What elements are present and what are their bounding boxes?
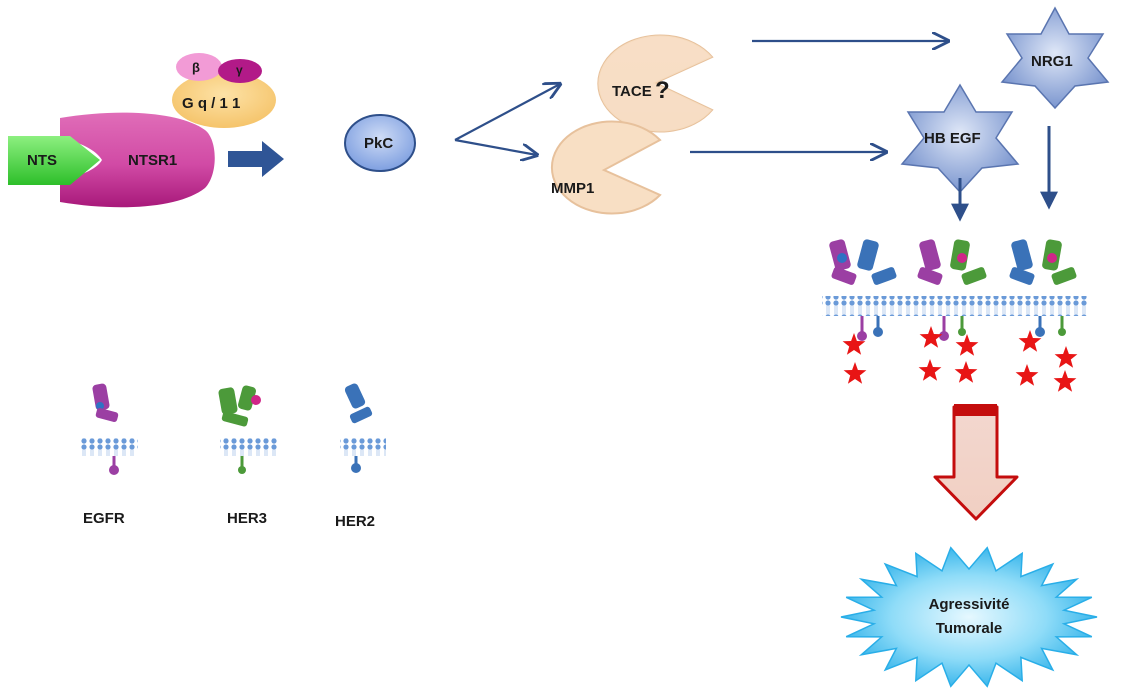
cell-membrane: [822, 296, 1088, 316]
pkc-to-mmp1-arrow: [454, 138, 537, 155]
hbegf-ligand: HB EGF: [900, 83, 1020, 194]
phospho-star: [954, 361, 978, 383]
nts-ligand: NTS: [8, 136, 100, 185]
outcome-line2: Tumorale: [936, 620, 1002, 637]
outcome-arrow: [933, 404, 1019, 521]
ntsr1-label: NTSR1: [128, 152, 177, 169]
legend-her2: [340, 383, 386, 473]
phospho-star: [1015, 364, 1039, 386]
g-alpha-subunit: [172, 72, 276, 128]
phospho-star: [1053, 370, 1077, 392]
legend-egfr-label: EGFR: [83, 510, 125, 527]
phospho-star: [1054, 346, 1078, 368]
mmp1-label: MMP1: [551, 180, 594, 197]
tace-label: TACE: [612, 83, 652, 100]
g-gamma-subunit: [218, 59, 262, 83]
dimer-her2-her3: [1009, 239, 1077, 337]
hbegf-label: HB EGF: [924, 130, 981, 147]
g-beta-label: β: [192, 60, 200, 75]
dimer-egfr-her2: [829, 239, 897, 341]
phosphorylation-stars: [842, 326, 1078, 392]
legend-her2-label: HER2: [335, 513, 375, 530]
g-protein: β γ G q / 1 1: [172, 53, 276, 128]
tace-protease: TACE ?: [597, 34, 714, 133]
legend-her3-label: HER3: [227, 510, 267, 527]
nrg1-label: NRG1: [1031, 53, 1073, 70]
receptor-dimers-membrane: [822, 239, 1088, 392]
g-alpha-label: G q / 1 1: [182, 95, 240, 112]
pkc-to-tace-arrow: [454, 84, 560, 141]
ntsr1-receptor: NTSR1: [60, 112, 215, 208]
dimer-egfr-her3: [917, 239, 987, 341]
g-beta-subunit: [176, 53, 222, 81]
phospho-star: [918, 359, 942, 381]
mmp1-protease: MMP1: [550, 120, 662, 215]
phospho-star: [919, 326, 943, 348]
g-gamma-label: γ: [236, 63, 243, 77]
phospho-star: [842, 333, 866, 355]
phospho-star: [955, 334, 979, 356]
nts-label: NTS: [27, 152, 57, 169]
activation-arrow: [228, 141, 284, 177]
pkc-label: PkC: [364, 135, 393, 152]
tumor-aggressiveness-burst: Agressivité Tumorale: [840, 546, 1098, 688]
phospho-star: [1018, 330, 1042, 352]
legend-egfr: [80, 383, 138, 475]
tace-question-mark: ?: [655, 77, 670, 104]
nrg1-ligand: NRG1: [1000, 6, 1110, 110]
receptor-legend: EGFR HER3 HER2: [80, 383, 386, 530]
legend-her3: [218, 385, 278, 474]
phospho-star: [843, 362, 867, 384]
pkc-node: PkC: [344, 114, 416, 172]
outcome-line1: Agressivité: [929, 596, 1010, 613]
